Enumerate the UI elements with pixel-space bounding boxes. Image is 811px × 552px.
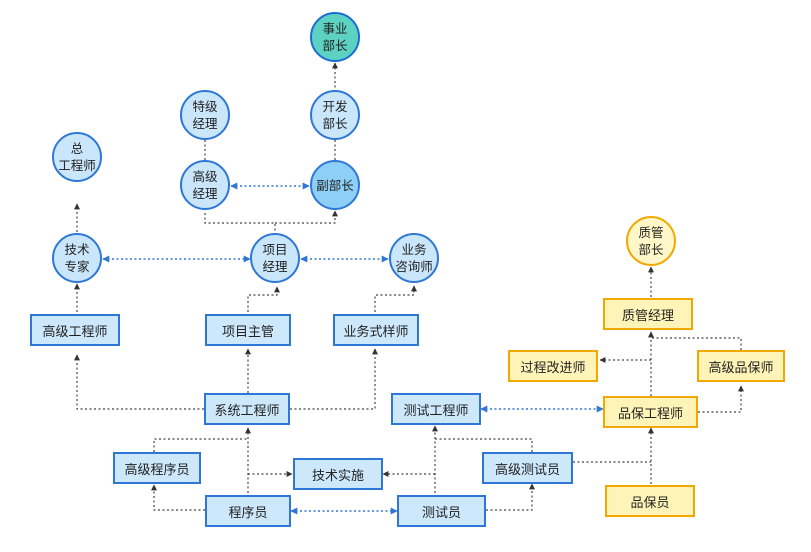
node-ceshiyuan: 测试员 [397,495,486,527]
node-label: 品保工程师 [617,406,683,422]
node-gaoji-pinbaoshi: 高级品保师 [697,350,785,382]
node-label: 质管经理 [621,308,674,324]
node-label: 业务式样师 [343,324,409,340]
node-kaifa-buzhang: 开发 部长 [310,90,360,140]
node-jishu-zhuanjia: 技术 专家 [52,233,102,283]
node-teji-jingli: 特级 经理 [180,90,230,140]
node-label: 测试员 [421,505,461,521]
node-xiangmu-zhuguan: 项目主管 [205,314,291,346]
node-label: 质管 部长 [638,225,664,257]
edge-ceshi-to-gaojics [486,483,535,511]
node-pinbaoyuan: 品保员 [605,485,695,517]
node-label: 事业 部长 [322,21,348,53]
node-zong-gongchengshi: 总 工程师 [52,132,102,182]
node-pinbao-gongchengshi: 品保工程师 [603,396,698,428]
node-label: 高级测试员 [494,462,560,478]
node-shiye-buzhang: 事业 部长 [310,12,360,62]
node-yewu-zixunshi: 业务 咨询师 [389,233,439,283]
node-label: 特级 经理 [192,99,218,131]
node-label: 技术 专家 [64,242,90,274]
edge-gaojicx-to-xitong [153,438,248,452]
node-label: 品保员 [630,495,670,511]
node-label: 总 工程师 [58,141,96,173]
node-ceshi-gongchengshi: 测试工程师 [391,393,481,425]
node-zhiguan-jingli: 质管经理 [603,298,693,330]
node-label: 技术实施 [311,468,364,484]
node-gaoji-ceshiyuan: 高级测试员 [482,452,573,484]
edge-shiyang-to-yewu [374,285,417,312]
node-label: 开发 部长 [322,99,348,131]
node-label: 高级工程师 [42,324,108,340]
node-label: 高级 经理 [192,169,218,201]
node-jishu-shishi: 技术实施 [293,458,383,490]
edge-pinbao-to-gaojipb [698,385,744,413]
node-label: 高级品保师 [708,360,774,376]
node-label: 项目 经理 [262,242,288,274]
node-fu-buzhang: 副部长 [310,160,360,210]
node-yewu-shiyangshi: 业务式样师 [333,314,419,346]
edge-zhuguan-to-xiangmu [247,286,280,312]
edge-xiangmu-to-gaoji-fu [204,211,335,235]
node-guocheng-gaijinshi: 过程改进师 [508,350,598,382]
node-label: 高级程序员 [124,462,190,478]
node-zhiguan-buzhang: 质管 部长 [626,216,676,266]
node-gaoji-chengxuyuan: 高级程序员 [113,452,201,484]
node-gaoji-gongchengshi: 高级工程师 [30,314,120,346]
node-label: 过程改进师 [520,360,586,376]
edge-chengxu-to-gaojicx [151,484,205,511]
node-label: 业务 咨询师 [395,242,433,274]
node-label: 副部长 [316,177,354,193]
node-chengxuyuan: 程序员 [205,495,291,527]
node-label: 测试工程师 [403,403,469,419]
edge-ceshigcs-to-shiyang [290,348,378,410]
node-xitong-gongchengshi: 系统工程师 [204,393,290,425]
edge-gaojics-to-ceshigcs [435,438,533,452]
node-xiangmu-jingli: 项目 经理 [250,233,300,283]
edge-xitong-to-gaojigcs [74,354,204,410]
node-label: 项目主管 [221,324,274,340]
node-label: 系统工程师 [214,403,280,419]
node-gaoji-jingli: 高级 经理 [180,160,230,210]
node-label: 程序员 [228,505,268,521]
edge-gaojipb-to-zhiguanjl [651,337,742,350]
